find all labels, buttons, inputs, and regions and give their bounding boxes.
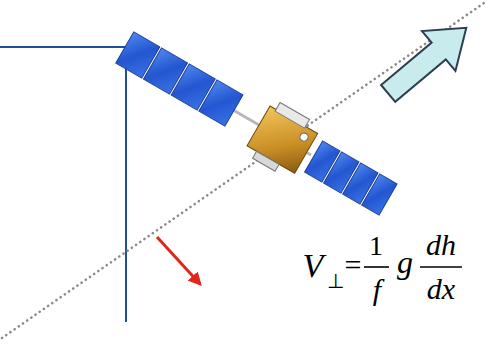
equation-symbol: V — [303, 249, 324, 283]
equation-symbol: g — [397, 246, 413, 278]
equation-symbol: = — [345, 250, 362, 280]
equation-symbol: 1 — [369, 232, 383, 260]
equation-symbol: dx — [427, 274, 455, 304]
ground-track — [2, 3, 484, 338]
equation-symbol: ⊥ — [327, 271, 344, 291]
equation-symbol: f — [373, 275, 381, 305]
equation-symbol: dh — [426, 230, 456, 260]
fraction-bar — [364, 266, 389, 268]
panel-frame — [0, 47, 126, 322]
satellite-icon — [109, 22, 403, 228]
fraction-bar — [420, 266, 462, 268]
flight-direction-arrow — [371, 8, 483, 113]
velocity-arrow — [157, 237, 200, 284]
